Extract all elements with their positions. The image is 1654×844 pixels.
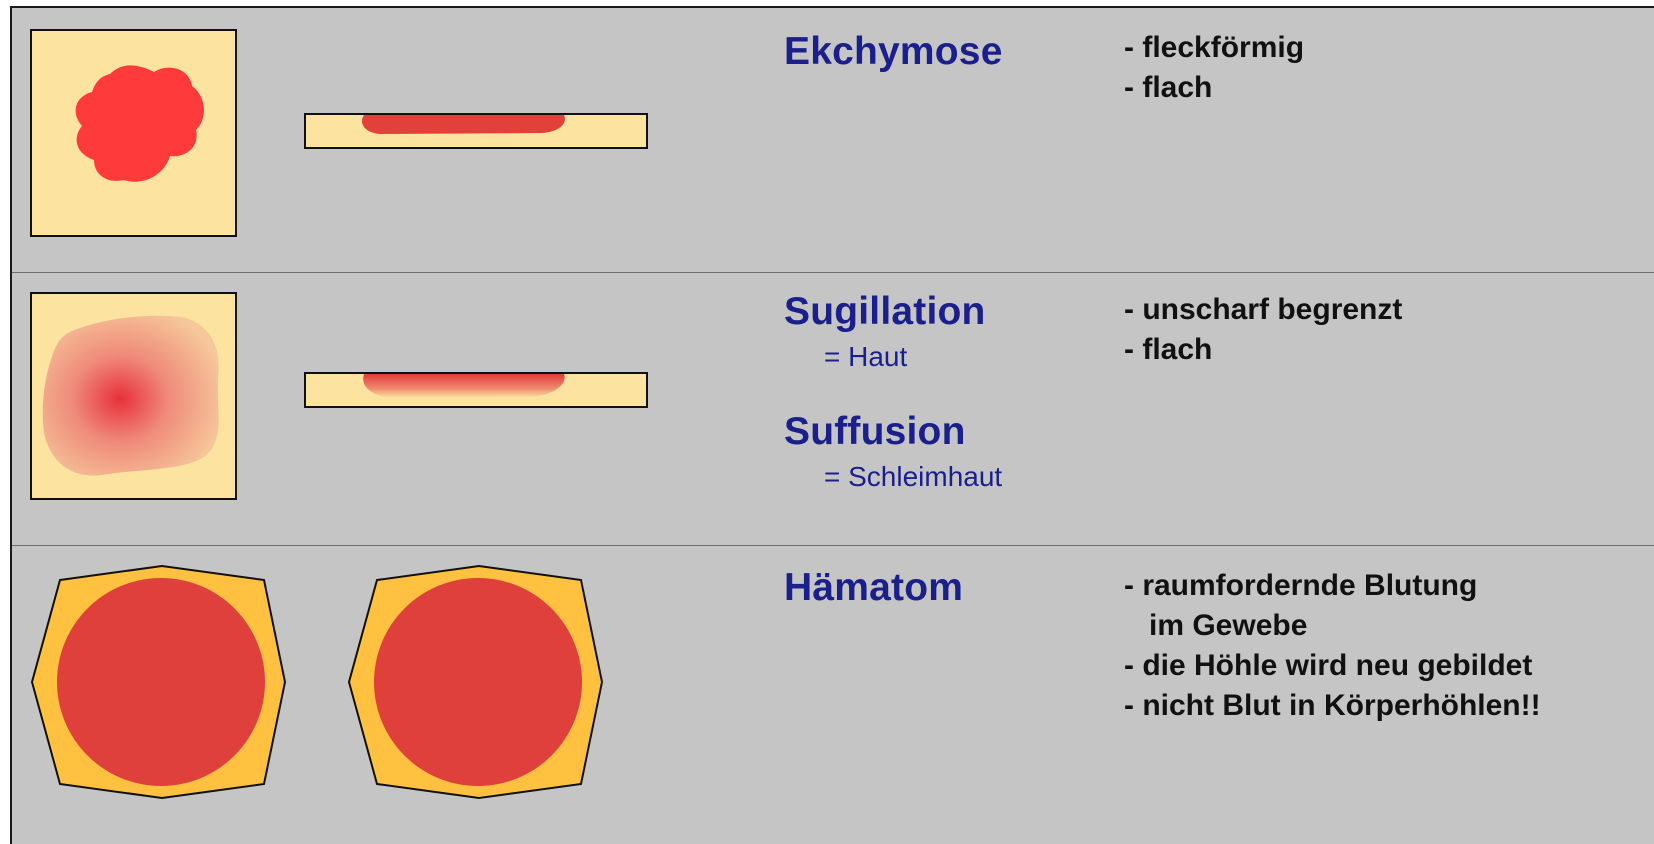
row-haematom: Hämatom - raumfordernde Blutung im Geweb… — [12, 546, 1654, 844]
row-ekchymose: Ekchymose - fleckförmig - flach — [12, 8, 1654, 273]
bullet-item: im Gewebe — [1124, 606, 1541, 646]
bullet-item: - flach — [1124, 68, 1304, 108]
term-sugillation-note: = Haut — [824, 341, 907, 373]
bullets-ekchymose: - fleckförmig - flach — [1124, 28, 1304, 108]
sugillation-diffuse-patch — [43, 316, 219, 476]
diagram-frame: Ekchymose - fleckförmig - flach — [10, 6, 1654, 844]
bullet-item: - die Höhle wird neu gebildet — [1124, 646, 1541, 686]
ekchymose-figures — [12, 8, 692, 272]
sugillation-cross-section-blood — [363, 374, 564, 398]
row-sugillation: Sugillation = Haut Suffusion = Schleimha… — [12, 273, 1654, 546]
ekchymose-cross-section-blood — [362, 115, 565, 134]
term-suffusion-note: = Schleimhaut — [824, 461, 1002, 493]
bullet-item: - flach — [1124, 330, 1402, 370]
term-ekchymose: Ekchymose — [784, 30, 1003, 74]
haematom-blood-right — [374, 578, 582, 786]
bullet-item: - unscharf begrenzt — [1124, 290, 1402, 330]
sugillation-figures — [12, 273, 692, 545]
bullet-item: - nicht Blut in Körperhöhlen!! — [1124, 686, 1541, 726]
term-suffusion: Suffusion — [784, 410, 966, 454]
bullets-haematom: - raumfordernde Blutung im Gewebe - die … — [1124, 566, 1541, 726]
term-sugillation: Sugillation — [784, 290, 986, 334]
haematom-figures — [12, 546, 692, 844]
bullets-sugillation: - unscharf begrenzt - flach — [1124, 290, 1402, 370]
term-haematom: Hämatom — [784, 566, 963, 610]
bullet-item: - raumfordernde Blutung — [1124, 566, 1541, 606]
haematom-blood-left — [57, 578, 265, 786]
bullet-item: - fleckförmig — [1124, 28, 1304, 68]
